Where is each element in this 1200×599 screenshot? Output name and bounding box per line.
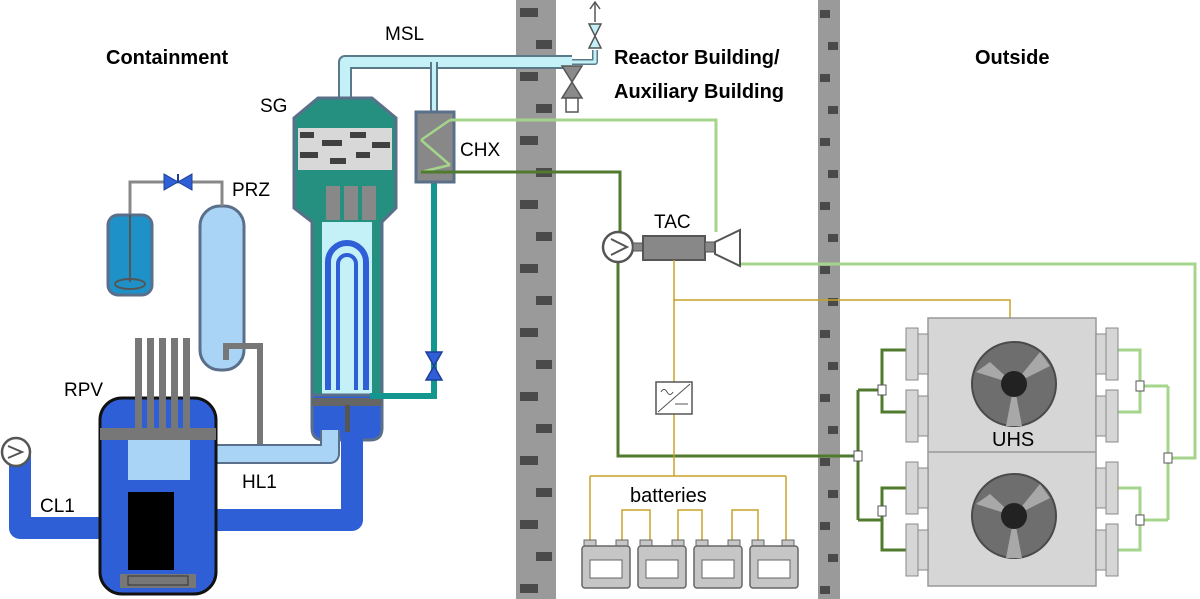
electrical-wiring: [589, 260, 1011, 540]
uhs-header-fins: [905, 327, 1119, 577]
battery-4: [749, 539, 799, 589]
uhs-manifold-nodes: [853, 380, 1173, 526]
tac-cycle-cold-line: [450, 118, 1197, 552]
label-prz: PRZ: [232, 180, 270, 201]
control-rods: [135, 338, 190, 430]
region-title-outside: Outside: [975, 47, 1049, 69]
label-batteries: batteries: [630, 485, 707, 507]
region-title-reactor-building-line2: Auxiliary Building: [614, 81, 784, 103]
hot-leg-hl1: [200, 430, 340, 464]
prz-surge-line: [223, 343, 263, 446]
inverter-icon: [655, 381, 693, 415]
battery-3: [693, 539, 743, 589]
msl-relief-valve[interactable]: [587, 0, 603, 49]
main-steam-line: [338, 50, 598, 112]
condensate-valve[interactable]: [424, 351, 444, 381]
label-sg: SG: [260, 96, 287, 117]
label-tac: TAC: [654, 212, 691, 233]
label-uhs: UHS: [992, 429, 1034, 451]
msl-isolation-valve[interactable]: [560, 65, 584, 113]
battery-1: [581, 539, 631, 589]
tac-compressor[interactable]: [601, 230, 635, 264]
label-chx: CHX: [460, 140, 500, 161]
reactor-coolant-pump[interactable]: [0, 436, 32, 468]
label-rpv: RPV: [64, 380, 103, 401]
label-cl1: CL1: [40, 496, 75, 517]
uhs-fan-lower: [971, 473, 1057, 559]
region-title-reactor-building-line1: Reactor Building/: [614, 47, 780, 69]
cold-leg-cl1: [9, 432, 363, 539]
tac-generator-shaft: [632, 235, 716, 261]
uhs-fan-upper: [971, 341, 1057, 427]
reactor-pressure-vessel: [98, 396, 218, 596]
label-msl: MSL: [385, 24, 424, 45]
region-title-containment: Containment: [106, 47, 229, 69]
tac-cycle-hot-line: [421, 170, 908, 552]
tac-turbine[interactable]: [714, 228, 741, 268]
containment-wall: [516, 0, 556, 599]
spray-valve[interactable]: [163, 173, 193, 191]
condensate-return-line: [370, 182, 437, 399]
steam-generator: [292, 96, 398, 442]
accumulator-tank: [106, 213, 154, 297]
battery-2: [637, 539, 687, 589]
condenser-heat-exchanger: [414, 110, 456, 184]
label-hl1: HL1: [242, 472, 277, 493]
